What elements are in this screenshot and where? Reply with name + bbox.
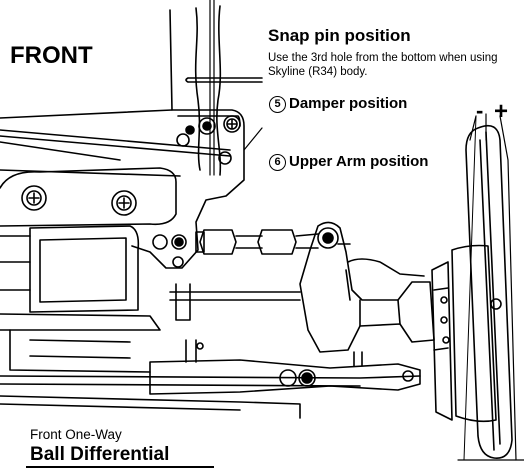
screw-head: [21, 185, 47, 211]
wheel-outer: [465, 124, 513, 459]
tower-hole: [223, 115, 241, 133]
turnbuckle-hex-right: [257, 229, 297, 255]
gearbox: [29, 225, 140, 313]
tower-hole: [218, 151, 232, 165]
turnbuckle-rod: [235, 235, 263, 249]
shock-tower: [131, 9, 245, 269]
leader-line: [243, 127, 263, 151]
wheel-rim: [479, 131, 501, 451]
upright: [299, 221, 435, 353]
bottom-plate: [0, 395, 301, 419]
upper-arm-position-text: Upper Arm position: [289, 153, 429, 170]
camber-minus-sign: -: [476, 98, 484, 123]
chassis-top-edge: [0, 109, 173, 119]
camber-line-plus: [499, 115, 517, 461]
tower-hole: [198, 117, 216, 135]
arm-hole: [279, 369, 297, 387]
damper-position-text: Damper position: [289, 95, 408, 112]
title-underline: [26, 466, 214, 468]
damper-shaft-right: [216, 5, 222, 176]
damper-shaft-left: [194, 7, 201, 171]
tower-hole-screw: [226, 118, 238, 130]
snap-pin-title: Snap pin position: [268, 26, 411, 45]
snap-pin: [185, 77, 263, 83]
camber-plus-sign: +: [494, 98, 509, 125]
lower-arm: [149, 359, 421, 395]
black-dot: [185, 125, 195, 135]
step-number-badge: 5: [269, 96, 286, 113]
upper-plate: [0, 167, 177, 227]
hub: [431, 261, 453, 421]
upright-pivot: [317, 227, 339, 249]
turnbuckle-hex-left: [199, 229, 237, 255]
arm-ball: [402, 370, 414, 382]
snap-pin-description: Use the 3rd hole from the bottom when us…: [268, 52, 498, 78]
tower-hole: [176, 133, 190, 147]
differential-subtitle: Front One-Way: [30, 427, 122, 442]
tower-hole: [172, 256, 184, 268]
tower-hole: [152, 234, 168, 250]
differential-title: Ball Differential: [30, 444, 170, 465]
step-number-badge: 6: [269, 154, 286, 171]
lower-plate: [0, 375, 421, 379]
camber-line-minus: [469, 115, 477, 141]
screw-head: [111, 190, 137, 216]
front-label: FRONT: [10, 42, 93, 69]
